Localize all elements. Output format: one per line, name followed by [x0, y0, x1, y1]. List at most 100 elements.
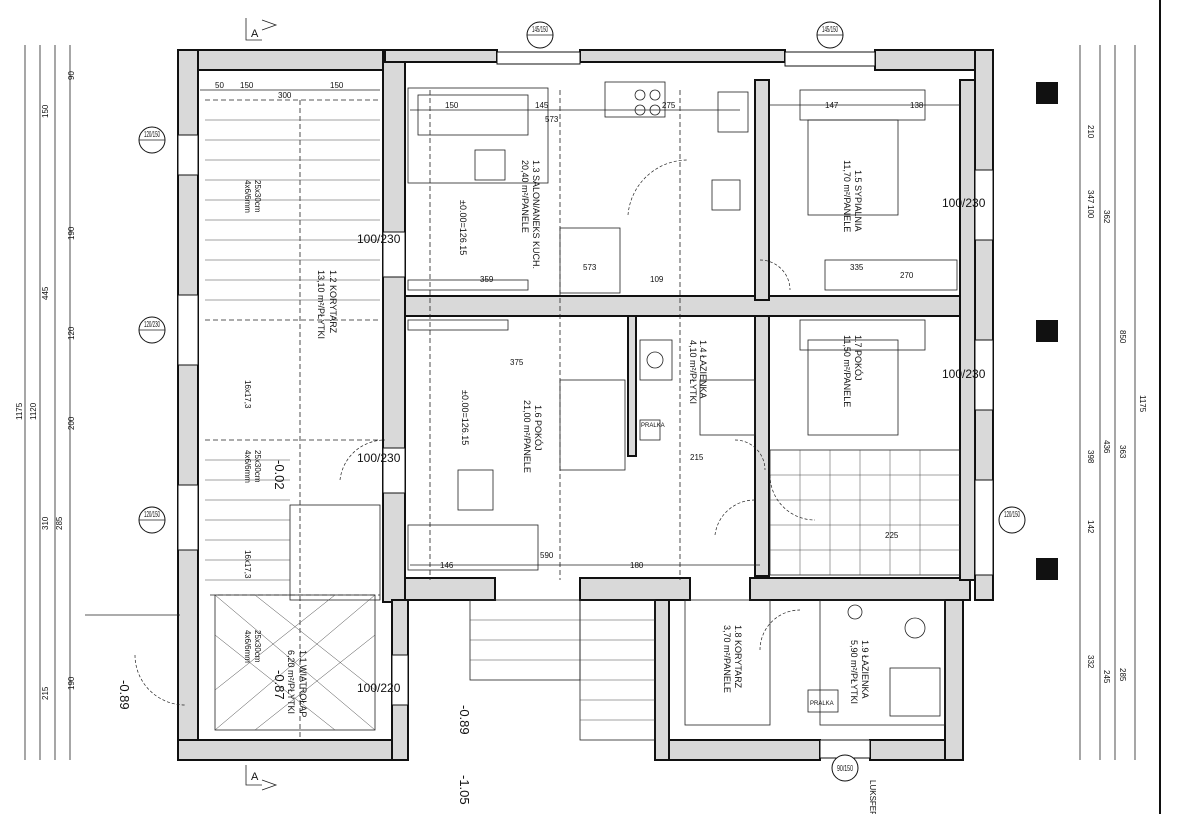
dim-left: 1175	[15, 402, 24, 420]
exterior-walls	[177, 49, 994, 761]
dim-right: 210	[1086, 125, 1095, 139]
level-marker: -0.87	[272, 670, 287, 700]
level-salon: ±0.00=126.15	[458, 200, 468, 255]
dim-top: 50	[215, 81, 224, 90]
pralka-label: PRALKA	[641, 423, 665, 429]
dim-top: 145	[535, 101, 549, 110]
dimension-texts-left: 90 150 190 445 120 200 310 285 190 215 1…	[15, 71, 76, 700]
level-marker: -0.89	[117, 680, 132, 710]
dim-mid: 180	[630, 561, 644, 570]
door-swings	[134, 159, 816, 706]
dim-mid: 375	[510, 358, 524, 367]
dim-left: 150	[41, 104, 50, 118]
dim-left: 200	[67, 416, 76, 430]
dim-top: 150	[330, 81, 344, 90]
stair-labels: 25x30cm 4x6/6mm 16x17,3 25x30cm 4x6/6mm …	[243, 180, 262, 663]
stair-spec: 16x17,3	[243, 380, 252, 409]
section-mark-a: A	[251, 28, 259, 40]
svg-text:120/230: 120/230	[144, 320, 160, 329]
pralka-label: PRALKA	[810, 701, 834, 707]
room-area-wiatrolap: 6,20 m²/PŁYTKI	[286, 650, 296, 714]
window-tag: 120/230	[138, 316, 166, 344]
svg-text:145/150: 145/150	[822, 25, 838, 34]
dim-mid: 590	[540, 551, 554, 560]
window-tag: 120/150	[138, 126, 166, 154]
window-tag: 145/150	[526, 21, 554, 49]
window-tags: 145/150 145/150 120/150 120/230 120/150 …	[138, 21, 1026, 782]
dim-left: 215	[41, 686, 50, 700]
room-name-sypialnia: 1.5 SYPIALNIA	[853, 170, 863, 232]
room-area-lazienka2: 5,90 m²/PŁYTKI	[849, 640, 859, 704]
room-name-lazienka2: 1.9 ŁAZIENKA	[860, 640, 870, 699]
window-tag: 90/150	[831, 754, 859, 782]
dim-left: 285	[55, 516, 64, 530]
window-tag: 100/230	[942, 196, 986, 210]
dim-mid: 359	[480, 275, 494, 284]
section-mark-a: A	[251, 771, 259, 783]
room-area-korytarz2: 3,70 m²/PANELE	[722, 625, 732, 693]
dimension-lines	[24, 45, 1136, 760]
svg-text:120/150: 120/150	[1004, 510, 1020, 519]
luksfery-label: LUKSFERY	[868, 780, 877, 814]
stair-spec: 4x6/6mm	[243, 630, 252, 663]
room-name-pokoj2: 1.7 POKÓJ	[853, 335, 863, 381]
dim-left: 310	[41, 516, 50, 530]
room-name-wiatrolap: 1.1 WIATROŁAP	[298, 650, 308, 717]
window-tag: 100/220	[357, 681, 401, 695]
level-marker: -1.05	[457, 775, 472, 805]
section-marks: A A	[245, 18, 278, 791]
svg-text:120/150: 120/150	[144, 510, 160, 519]
dim-right: 142	[1086, 520, 1095, 534]
dim-mid: 573	[583, 263, 597, 272]
window-tag: 100/230	[357, 451, 401, 465]
room-labels: 1.3 SALON/ANEKS KUCH. 20,40 m²/PANELE ±0…	[286, 160, 870, 717]
dim-top: 573	[545, 115, 559, 124]
columns	[1036, 82, 1058, 580]
dim-mid: 225	[885, 531, 899, 540]
dim-right: 850	[1118, 330, 1127, 344]
dimension-texts-right: 210 347 362 100 850 436 363 398 142 332 …	[1086, 125, 1147, 684]
dim-right: 436	[1102, 440, 1111, 454]
dim-right: 332	[1086, 655, 1095, 669]
dim-left: 90	[67, 71, 76, 80]
dim-right: 100	[1086, 205, 1095, 219]
dim-right: 363	[1118, 445, 1127, 459]
dim-top: 275	[662, 101, 676, 110]
stair-spec: 25x30cm	[253, 180, 262, 213]
stair-spec: 4x6/6mm	[243, 180, 252, 213]
dim-top: 150	[240, 81, 254, 90]
room-area-lazienka1: 4,10 m²/PŁYTKI	[688, 340, 698, 404]
dim-top: 138	[910, 101, 924, 110]
stair-spec: 16x17,3	[243, 550, 252, 579]
window-tag: 120/150	[998, 506, 1026, 534]
level-marker: -0.89	[457, 705, 472, 735]
dim-top: 147	[825, 101, 839, 110]
room-area-korytarz: 13,10 m²/PŁYTKI	[316, 270, 326, 339]
room-name-pokoj1: 1.6 POKÓJ	[533, 405, 543, 451]
level-marker: -0.02	[272, 460, 287, 490]
room-name-lazienka1: 1.4 ŁAZIENKA	[698, 340, 708, 399]
dim-right: 398	[1086, 450, 1095, 464]
dim-mid: 270	[900, 271, 914, 280]
dim-mid: 335	[850, 263, 864, 272]
room-name-salon: 1.3 SALON/ANEKS KUCH.	[531, 160, 541, 269]
stair-spec: 25x30cm	[253, 450, 262, 483]
dim-right: 285	[1118, 668, 1127, 682]
dim-top: 150	[445, 101, 459, 110]
dim-right: 245	[1102, 670, 1111, 684]
window-tag: 100/230	[942, 367, 986, 381]
dim-right: 347	[1086, 190, 1095, 204]
dim-left: 120	[67, 326, 76, 340]
dim-mid: 109	[650, 275, 664, 284]
room-area-pokoj2: 11,50 m²/PANELE	[842, 335, 852, 407]
dim-top: 300	[278, 91, 292, 100]
room-area-sypialnia: 11,70 m²/PANELE	[842, 160, 852, 232]
dim-left: 1120	[29, 402, 38, 420]
dimension-texts-top: 50 150 300 150 150 145 573 275 147 138	[215, 81, 924, 124]
dim-right: 1175	[1138, 395, 1147, 413]
dimension-texts-mid: 573 359 109 335 270 375 215 180 590 146 …	[440, 263, 914, 570]
dim-left: 190	[67, 676, 76, 690]
stair-spec: 25x30cm	[253, 630, 262, 663]
interior-lines	[205, 81, 961, 741]
